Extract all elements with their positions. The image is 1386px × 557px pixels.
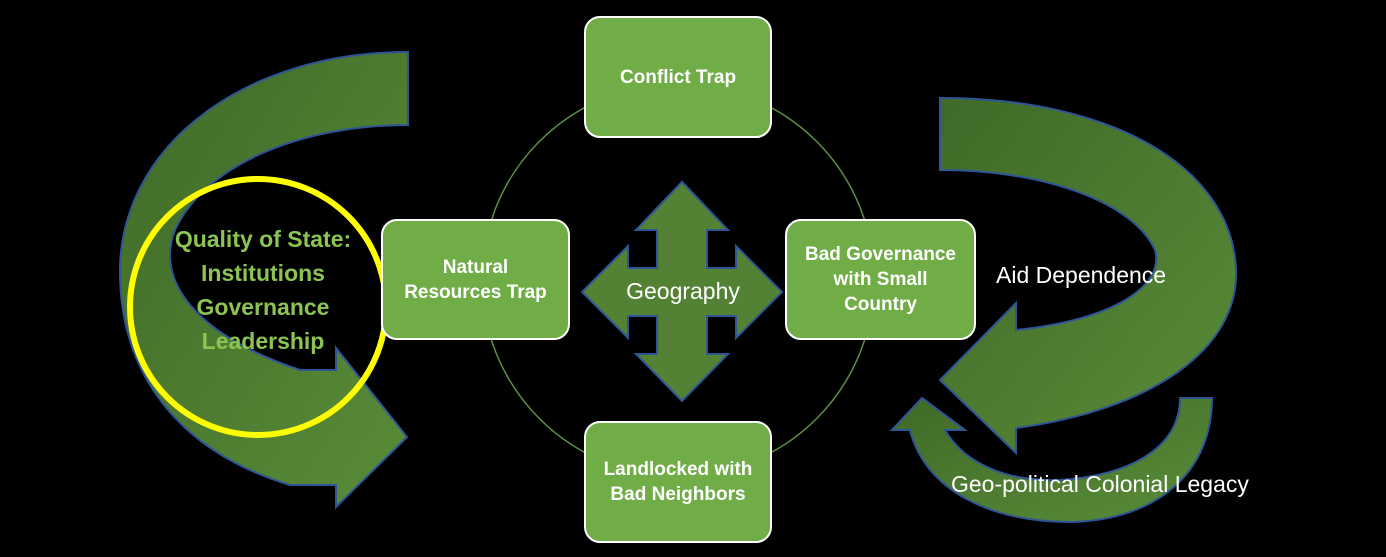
landlocked-box: Landlocked with Bad Neighbors — [584, 421, 772, 543]
natural-resources-trap-box: Natural Resources Trap — [381, 219, 570, 340]
bad-governance-label: Bad Governance with Small Country — [805, 244, 956, 315]
colonial-legacy-arrow — [889, 396, 1214, 524]
quality-of-state-label: Quality of State: Institutions Governanc… — [174, 226, 352, 354]
aid-dependence-arrow — [938, 96, 1238, 456]
quality-cycle-arrow — [118, 50, 409, 510]
conflict-trap-label: Conflict Trap — [619, 66, 737, 88]
colonial-legacy-label: Geo-political Colonial Legacy — [951, 471, 1249, 497]
geography-four-way-arrow — [580, 180, 784, 403]
bad-governance-box: Bad Governance with Small Country — [785, 219, 976, 340]
natural-resources-trap-label: Natural Resources Trap — [404, 256, 547, 303]
landlocked-label: Landlocked with Bad Neighbors — [603, 459, 753, 505]
aid-dependence-label: Aid Dependence — [996, 262, 1167, 288]
geography-label: Geography — [626, 278, 740, 304]
conflict-trap-box: Conflict Trap — [584, 16, 772, 138]
